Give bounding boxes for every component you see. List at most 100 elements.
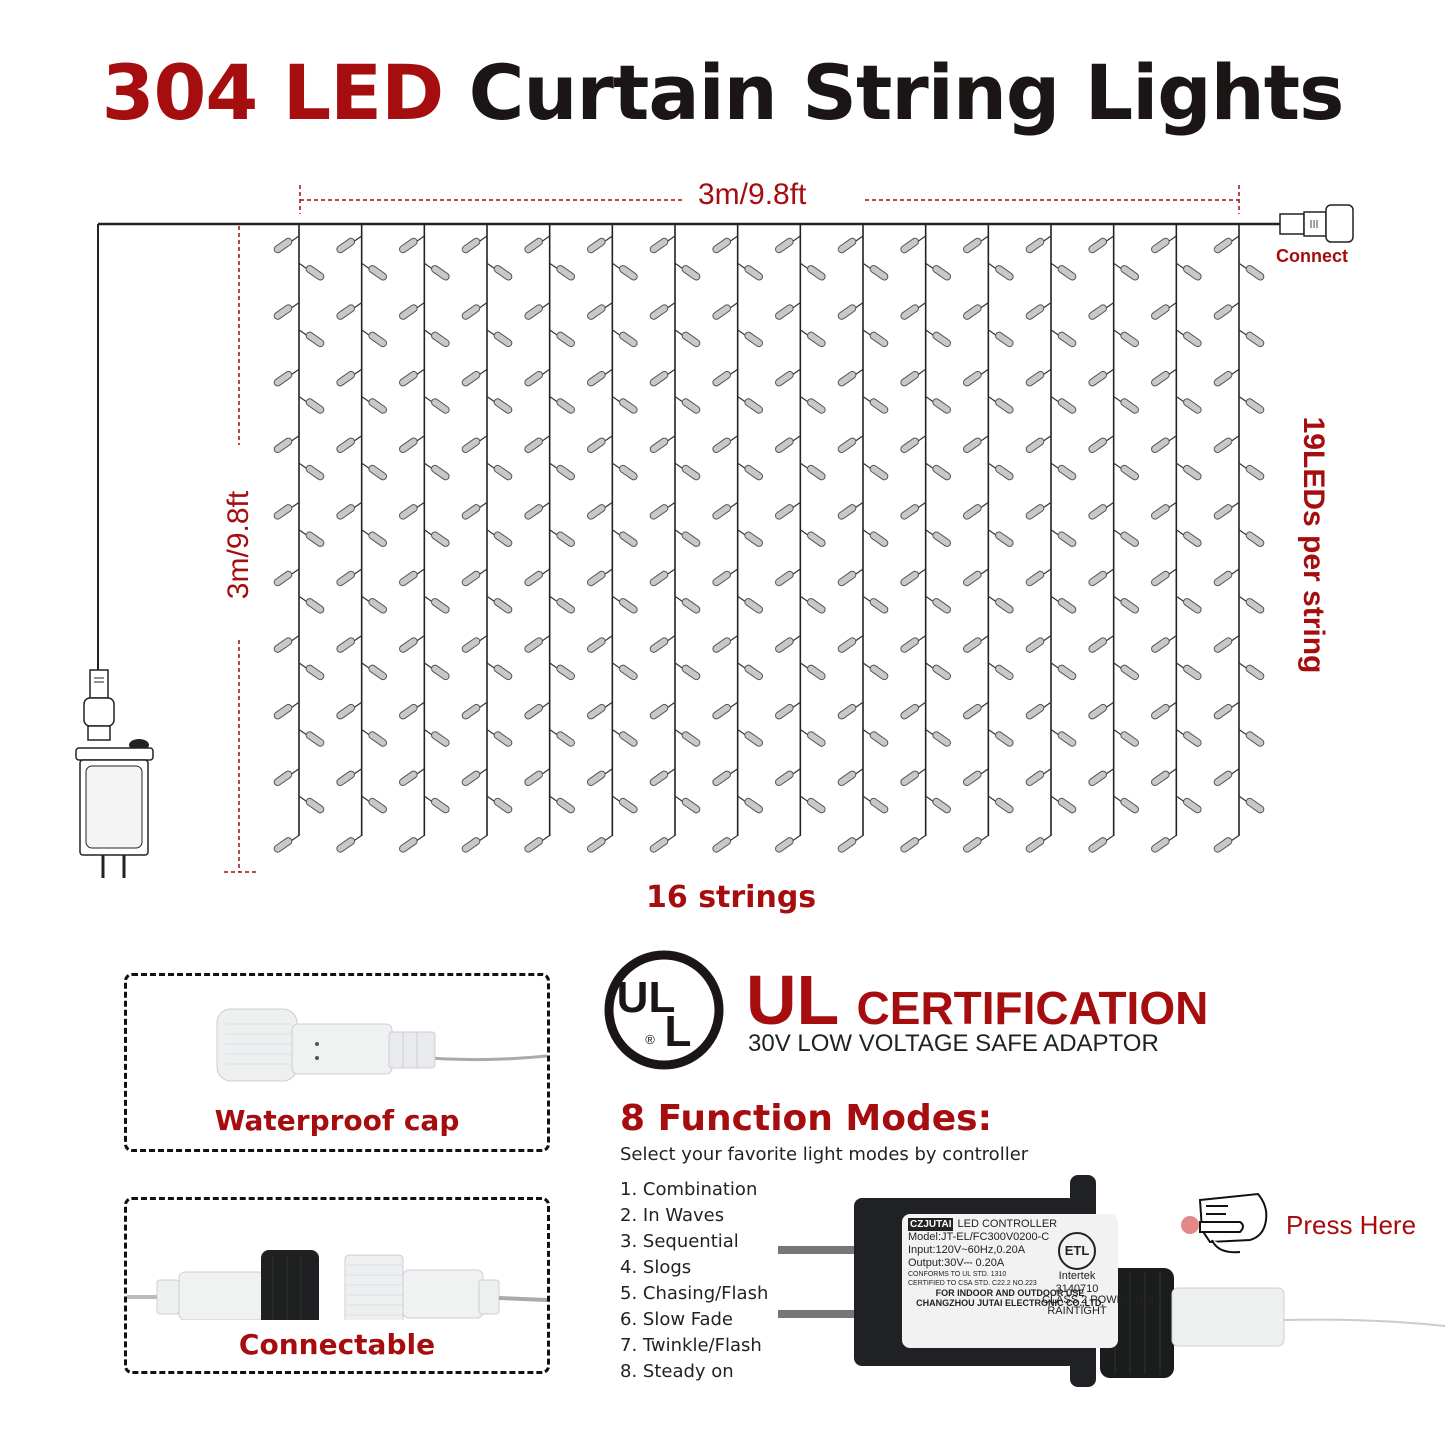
led-bulb-icon [298,795,326,815]
mode-item: 8. Steady on [620,1361,734,1382]
led-bulb-icon [1149,834,1177,855]
led-bulb-icon [1175,662,1204,682]
led-bulb-icon [799,529,828,549]
led-bulb-icon [361,595,389,616]
led-bulb-icon [987,529,1016,549]
led-bulb-icon [799,329,828,349]
led-bulb-icon [1149,501,1177,522]
led-bulb-icon [1175,395,1204,416]
led-bulb-icon [987,662,1016,682]
led-bulb-icon [961,368,989,388]
led-bulb-icon [460,701,488,721]
led-bulb-icon [1050,329,1078,349]
led-bulb-icon [1024,501,1052,522]
led-bulb-icon [549,728,577,749]
led-bulb-icon [799,728,828,749]
led-bulb-icon [710,368,739,388]
led-bulb-icon [710,235,739,255]
led-bulb-icon [898,435,927,455]
led-bulb-icon [773,834,801,855]
led-bulb-icon [423,662,452,682]
led-bulb-icon [298,262,326,283]
led-bulb-icon [1212,501,1240,522]
led-bulb-icon [710,302,739,322]
led-bulb-icon [486,662,514,682]
led-bulb-icon [1149,368,1177,388]
led-bulb-icon [710,634,739,655]
led-bulb-icon [1238,395,1266,416]
led-bulb-icon [423,795,452,815]
led-bulb-icon [611,262,640,283]
led-bulb-icon [710,701,739,721]
led-bulb-icon [361,795,389,815]
led-bulb-icon [1175,728,1204,749]
led-bulb-icon [611,728,640,749]
light-strings [272,224,1266,855]
led-bulb-icon [737,529,765,549]
mode-item: 6. Slow Fade [620,1309,734,1330]
led-bulb-icon [585,235,613,255]
led-bulb-icon [1149,235,1177,255]
led-bulb-icon [1050,529,1078,549]
led-bulb-icon [522,435,551,455]
led-bulb-icon [611,595,640,616]
led-bulb-icon [460,235,488,255]
led-bulb-icon [1113,795,1141,815]
ul-certification-title: UL CERTIFICATION [746,960,1208,1040]
led-bulb-icon [585,768,613,788]
controller-maker: CHANGZHOU JUTAI ELECTRONIC CO.,LTD. [916,1298,1104,1308]
led-bulb-icon [773,501,801,522]
led-bulb-icon [1212,834,1240,855]
light-string [1024,224,1078,855]
led-bulb-icon [1212,302,1240,322]
led-bulb-icon [898,634,927,655]
led-bulb-icon [836,435,864,455]
led-bulb-icon [522,701,551,721]
led-bulb-icon [1024,368,1052,388]
led-bulb-icon [836,568,864,588]
pointing-hand-icon [1198,1192,1268,1254]
led-bulb-icon [1175,329,1204,349]
mode-item: 4. Slogs [620,1257,692,1278]
led-bulb-icon [773,634,801,655]
led-bulb-icon [486,795,514,815]
connectable-panel: Connectable [124,1197,550,1374]
led-bulb-icon [773,235,801,255]
led-bulb-icon [397,235,425,255]
width-dimension [299,185,1240,214]
led-bulb-icon [898,768,927,788]
ul-certification-subtitle: 30V LOW VOLTAGE SAFE ADAPTOR [748,1030,1159,1057]
led-bulb-icon [460,302,488,322]
led-bulb-icon [486,595,514,616]
led-bulb-icon [898,302,927,322]
led-bulb-icon [272,435,300,455]
controller-output: Output:30V⎓ 0.20A [908,1257,1005,1269]
led-bulb-icon [460,834,488,855]
leds-per-string-label: 19LEDs per string [1297,416,1330,674]
led-bulb-icon [397,568,425,588]
led-bulb-icon [272,768,300,788]
connectable-icon [127,1250,547,1320]
led-bulb-icon [862,262,890,283]
led-bulb-icon [334,701,363,721]
led-bulb-icon [522,501,551,522]
light-string [648,224,702,855]
led-bulb-icon [522,568,551,588]
led-bulb-icon [1238,262,1266,283]
controller-use: FOR INDOOR AND OUTDOOR USE [935,1288,1085,1298]
waterproof-cap-icon [216,1008,547,1082]
led-bulb-icon [272,568,300,588]
led-bulb-icon [1086,435,1115,455]
led-bulb-icon [737,262,765,283]
led-bulb-icon [549,462,577,482]
led-bulb-icon [486,462,514,482]
led-bulb-icon [836,834,864,855]
led-bulb-icon [334,768,363,788]
led-bulb-icon [1149,302,1177,322]
light-string [334,224,389,855]
led-bulb-icon [272,368,300,388]
led-bulb-icon [1050,462,1078,482]
led-bulb-icon [585,834,613,855]
led-bulb-icon [486,529,514,549]
led-bulb-icon [836,302,864,322]
